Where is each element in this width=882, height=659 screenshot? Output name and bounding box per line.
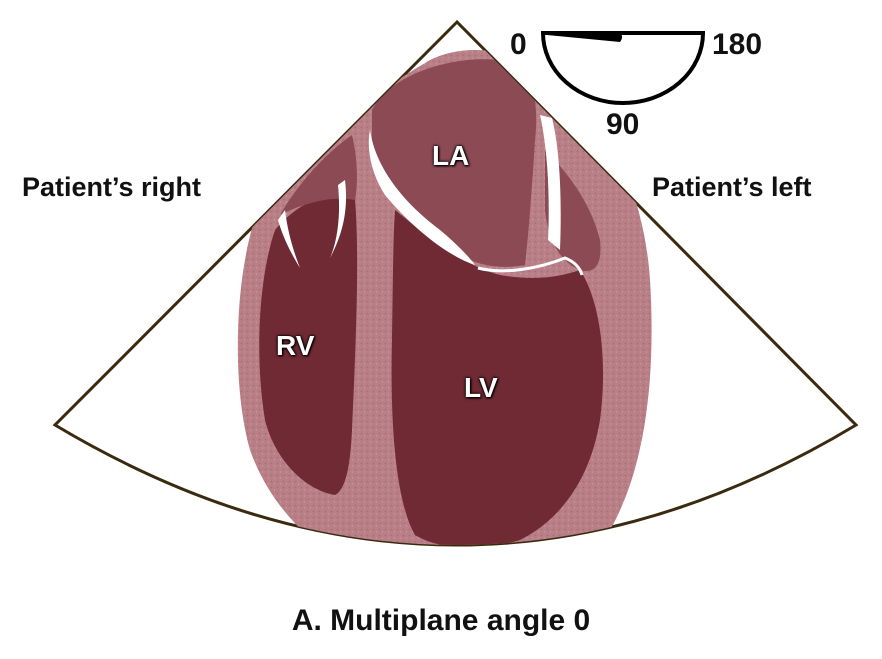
orientation-label-right: Patient’s left xyxy=(652,172,812,202)
angle-label-max: 180 xyxy=(712,28,763,61)
figure-caption: A. Multiplane angle 0 xyxy=(291,604,591,637)
annulus-line xyxy=(477,256,584,276)
angle-needle xyxy=(547,32,622,42)
mitral-leaflet-posterior xyxy=(540,115,561,250)
right-ventricle-cavity xyxy=(259,196,358,495)
angle-label-min: 0 xyxy=(510,28,527,61)
chamber-label-lv: LV xyxy=(464,372,498,403)
mitral-valve xyxy=(368,130,475,265)
right-atrium-cavity xyxy=(280,135,357,215)
chamber-label-la: LA xyxy=(432,140,470,171)
orientation-label-left: Patient’s right xyxy=(22,172,202,202)
left-atrium-cavity xyxy=(372,59,537,267)
left-ventricle-cavity xyxy=(391,210,604,545)
tricuspid-valve-right xyxy=(330,180,347,258)
angle-label-mid: 90 xyxy=(606,108,640,141)
tricuspid-valve-left xyxy=(278,210,300,268)
chamber-label-rv: RV xyxy=(276,330,315,361)
multiplane-angle-dial xyxy=(540,31,706,105)
